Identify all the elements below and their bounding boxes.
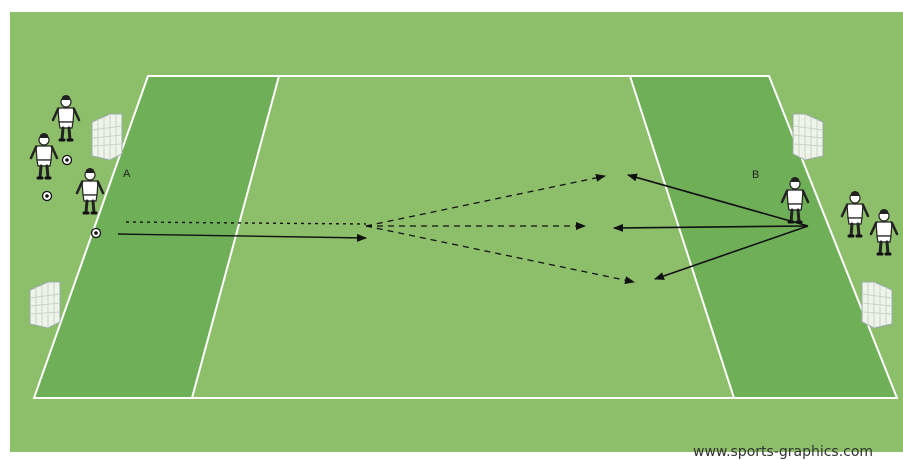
watermark: www.sports-graphics.com [693,444,873,460]
group-label-b: B [752,169,759,181]
goal-icon [30,282,60,328]
goal-icon [92,114,122,160]
goal-icon [793,114,823,160]
ball-icon [63,156,72,165]
ball-icon [43,192,52,201]
ball-icon [92,229,101,238]
goal-icon [862,282,892,328]
group-label-a: A [123,168,131,180]
